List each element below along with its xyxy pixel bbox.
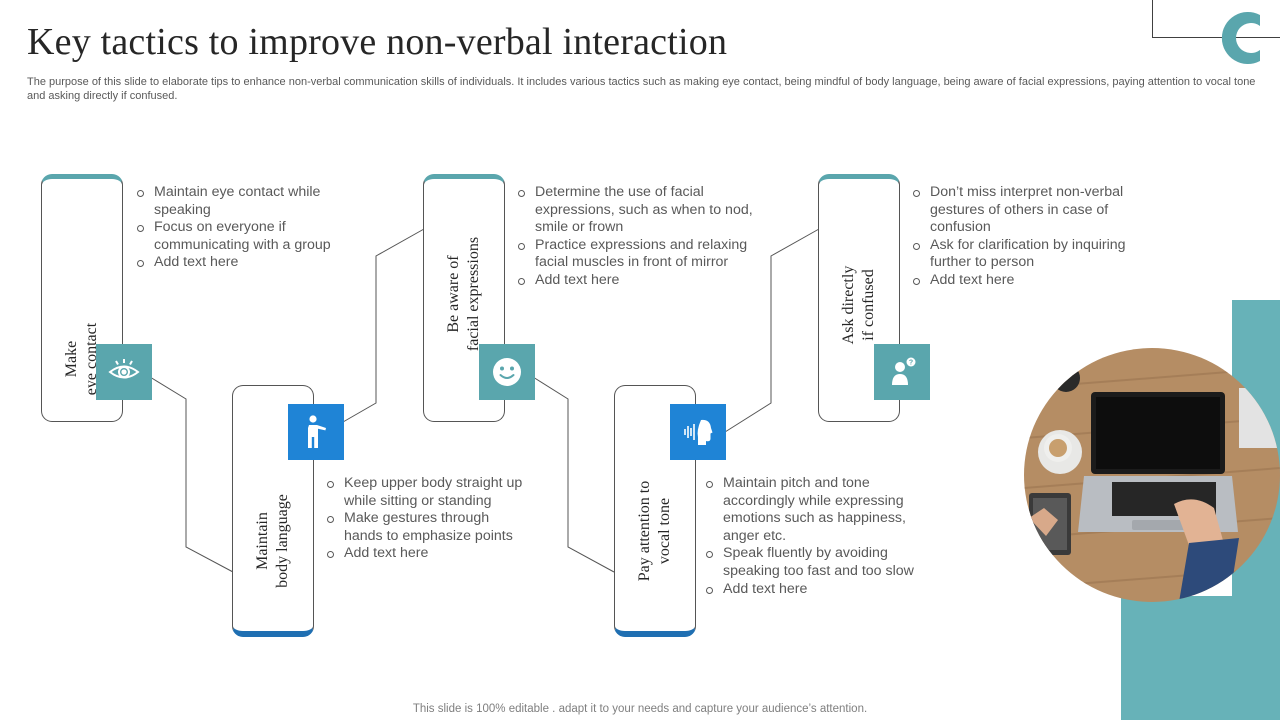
list-item: Add text here <box>516 272 758 290</box>
list-item: Ask for clarification by inquiring furth… <box>911 237 1136 272</box>
voice-wave-icon <box>670 404 726 460</box>
tactic-bullets-vocal-tone: Maintain pitch and tone accordingly whil… <box>704 475 929 598</box>
tactic-label: Be aware of facial expressions <box>445 236 482 352</box>
page-subtitle: The purpose of this slide to elaborate t… <box>27 76 1256 102</box>
corner-arc-decoration <box>1221 12 1260 64</box>
laptop-workspace-image <box>1024 348 1280 602</box>
tactic-bullets-body-language: Keep upper body straight up while sittin… <box>325 475 530 563</box>
list-item: Keep upper body straight up while sittin… <box>325 475 530 510</box>
list-item: Speak fluently by avoiding speaking too … <box>704 545 929 580</box>
list-item: Don’t miss interpret non-verbal gestures… <box>911 184 1136 237</box>
person-question-icon: ? <box>874 344 930 400</box>
list-item: Add text here <box>135 254 340 272</box>
list-item: Make gestures through hands to emphasize… <box>325 510 530 545</box>
list-item: Practice expressions and relaxing facial… <box>516 237 758 272</box>
page-title: Key tactics to improve non-verbal intera… <box>27 21 728 63</box>
list-item: Add text here <box>704 581 929 599</box>
tactic-bullets-eye-contact: Maintain eye contact while speaking Focu… <box>135 184 340 272</box>
person-pointing-icon <box>288 404 344 460</box>
footer-note: This slide is 100% editable . adapt it t… <box>0 703 1280 715</box>
list-item: Focus on everyone if communicating with … <box>135 219 340 254</box>
tactic-bullets-facial-expressions: Determine the use of facial expressions,… <box>516 184 758 290</box>
tactic-bullets-ask-directly: Don’t miss interpret non-verbal gestures… <box>911 184 1136 290</box>
teal-accent-block <box>1121 596 1280 720</box>
list-item: Maintain pitch and tone accordingly whil… <box>704 475 929 545</box>
tactic-label: Pay attention to vocal tone <box>636 480 673 582</box>
footer-text: This slide is 100% editable . adapt it t… <box>412 703 868 715</box>
tactic-label: Ask directly if confused <box>840 265 877 345</box>
eye-icon <box>96 344 152 400</box>
list-item: Maintain eye contact while speaking <box>135 184 340 219</box>
tactic-label: Maintain body language <box>254 494 291 588</box>
smiley-face-icon <box>479 344 535 400</box>
list-item: Determine the use of facial expressions,… <box>516 184 758 237</box>
list-item: Add text here <box>325 545 530 563</box>
svg-text:?: ? <box>909 359 913 366</box>
list-item: Add text here <box>911 272 1136 290</box>
